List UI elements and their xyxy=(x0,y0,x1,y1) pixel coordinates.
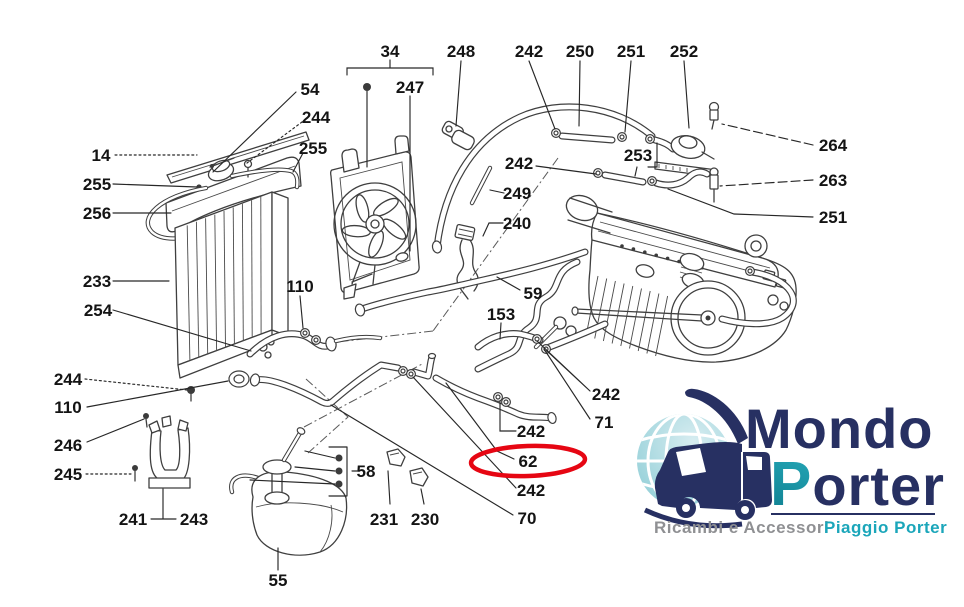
part-labels: 54 244 255 14 255 256 233 254 34 247 248 242 250 251 2… xyxy=(54,42,848,590)
expansion-tank-group xyxy=(132,413,429,556)
part-label-231: 231 xyxy=(370,510,398,529)
fan-hub xyxy=(365,214,385,234)
part-label-58: 58 xyxy=(357,462,376,481)
engine-port xyxy=(744,234,768,258)
part-label-256: 256 xyxy=(83,204,111,223)
part-label-14: 14 xyxy=(92,146,111,165)
part-label-255: 255 xyxy=(83,175,111,194)
wiring-240 xyxy=(454,223,479,300)
part-label-247: 247 xyxy=(396,78,424,97)
hose-bracket-248 xyxy=(441,120,475,151)
svg-text:Porter: Porter xyxy=(770,450,945,519)
radiator-mount-strip xyxy=(166,131,310,184)
part-label-242: 242 xyxy=(517,422,545,441)
part-label-252: 252 xyxy=(670,42,698,61)
highlight-ellipse xyxy=(468,443,588,479)
part-label-70: 70 xyxy=(518,509,537,528)
bolt-245 xyxy=(132,465,138,482)
part-label-244: 244 xyxy=(302,108,331,127)
engine xyxy=(474,194,797,373)
logo-porter-rest: orter xyxy=(812,454,945,517)
part-label-242: 242 xyxy=(517,481,545,500)
part-label-255: 255 xyxy=(299,139,327,158)
water-pipe-62 xyxy=(432,374,554,422)
part-label-264: 264 xyxy=(819,136,848,155)
hose-clamps xyxy=(300,128,755,408)
part-label-249: 249 xyxy=(503,184,531,203)
temp-sensor-264 xyxy=(708,101,720,130)
part-label-230: 230 xyxy=(411,510,439,529)
mondoporter-logo: Mondo Porter Ricambi e Accessori Piaggio… xyxy=(637,388,947,537)
radiator xyxy=(145,156,302,402)
tank-cap-58 xyxy=(262,459,292,475)
part-label-244: 244 xyxy=(54,370,83,389)
part-label-153: 153 xyxy=(487,305,515,324)
logo-word-mondo: Mondo xyxy=(745,397,933,460)
temp-sensor-263 xyxy=(709,167,719,203)
part-label-245: 245 xyxy=(54,465,82,484)
part-label-233: 233 xyxy=(83,272,111,291)
clip-231 xyxy=(386,448,406,467)
part-label-253: 253 xyxy=(624,146,652,165)
part-label-251: 251 xyxy=(617,42,645,61)
starter-motor xyxy=(565,194,599,222)
cooling-fan-shroud xyxy=(330,135,420,300)
part-label-242: 242 xyxy=(592,385,620,404)
part-label-54: 54 xyxy=(301,80,320,99)
bolt-246 xyxy=(143,413,149,428)
part-label-243: 243 xyxy=(180,510,208,529)
part-label-250: 250 xyxy=(566,42,594,61)
oil-cap xyxy=(635,264,655,278)
part-label-263: 263 xyxy=(819,171,847,190)
tank-neck xyxy=(264,491,290,505)
truck-icon xyxy=(643,442,772,529)
fan-connector xyxy=(395,252,409,262)
part-label-242: 242 xyxy=(505,154,533,173)
part-label-62: 62 xyxy=(519,452,538,471)
logo-swoosh xyxy=(685,388,748,444)
part-label-242: 242 xyxy=(515,42,543,61)
part-label-254: 254 xyxy=(84,301,113,320)
part-label-251: 251 xyxy=(819,208,847,227)
phantom-lines xyxy=(303,157,559,454)
logo-tagline-right: Piaggio Porter xyxy=(824,518,947,537)
part-label-248: 248 xyxy=(447,42,475,61)
thermostat-group xyxy=(558,101,720,203)
part-label-59: 59 xyxy=(524,284,543,303)
part-label-71: 71 xyxy=(595,413,614,432)
tank-bracket-241-243 xyxy=(148,415,191,489)
logo-tagline-left: Ricambi e Accessori xyxy=(654,518,829,537)
part-label-241: 241 xyxy=(119,510,147,529)
part-label-246: 246 xyxy=(54,436,82,455)
part-label-240: 240 xyxy=(503,214,531,233)
part-label-110: 110 xyxy=(54,398,81,417)
part-label-110: 110 xyxy=(286,277,313,296)
logo-porter-initial: P xyxy=(770,450,812,519)
part-label-34: 34 xyxy=(381,42,400,61)
part-label-55: 55 xyxy=(269,571,288,590)
clip-230 xyxy=(409,467,429,487)
